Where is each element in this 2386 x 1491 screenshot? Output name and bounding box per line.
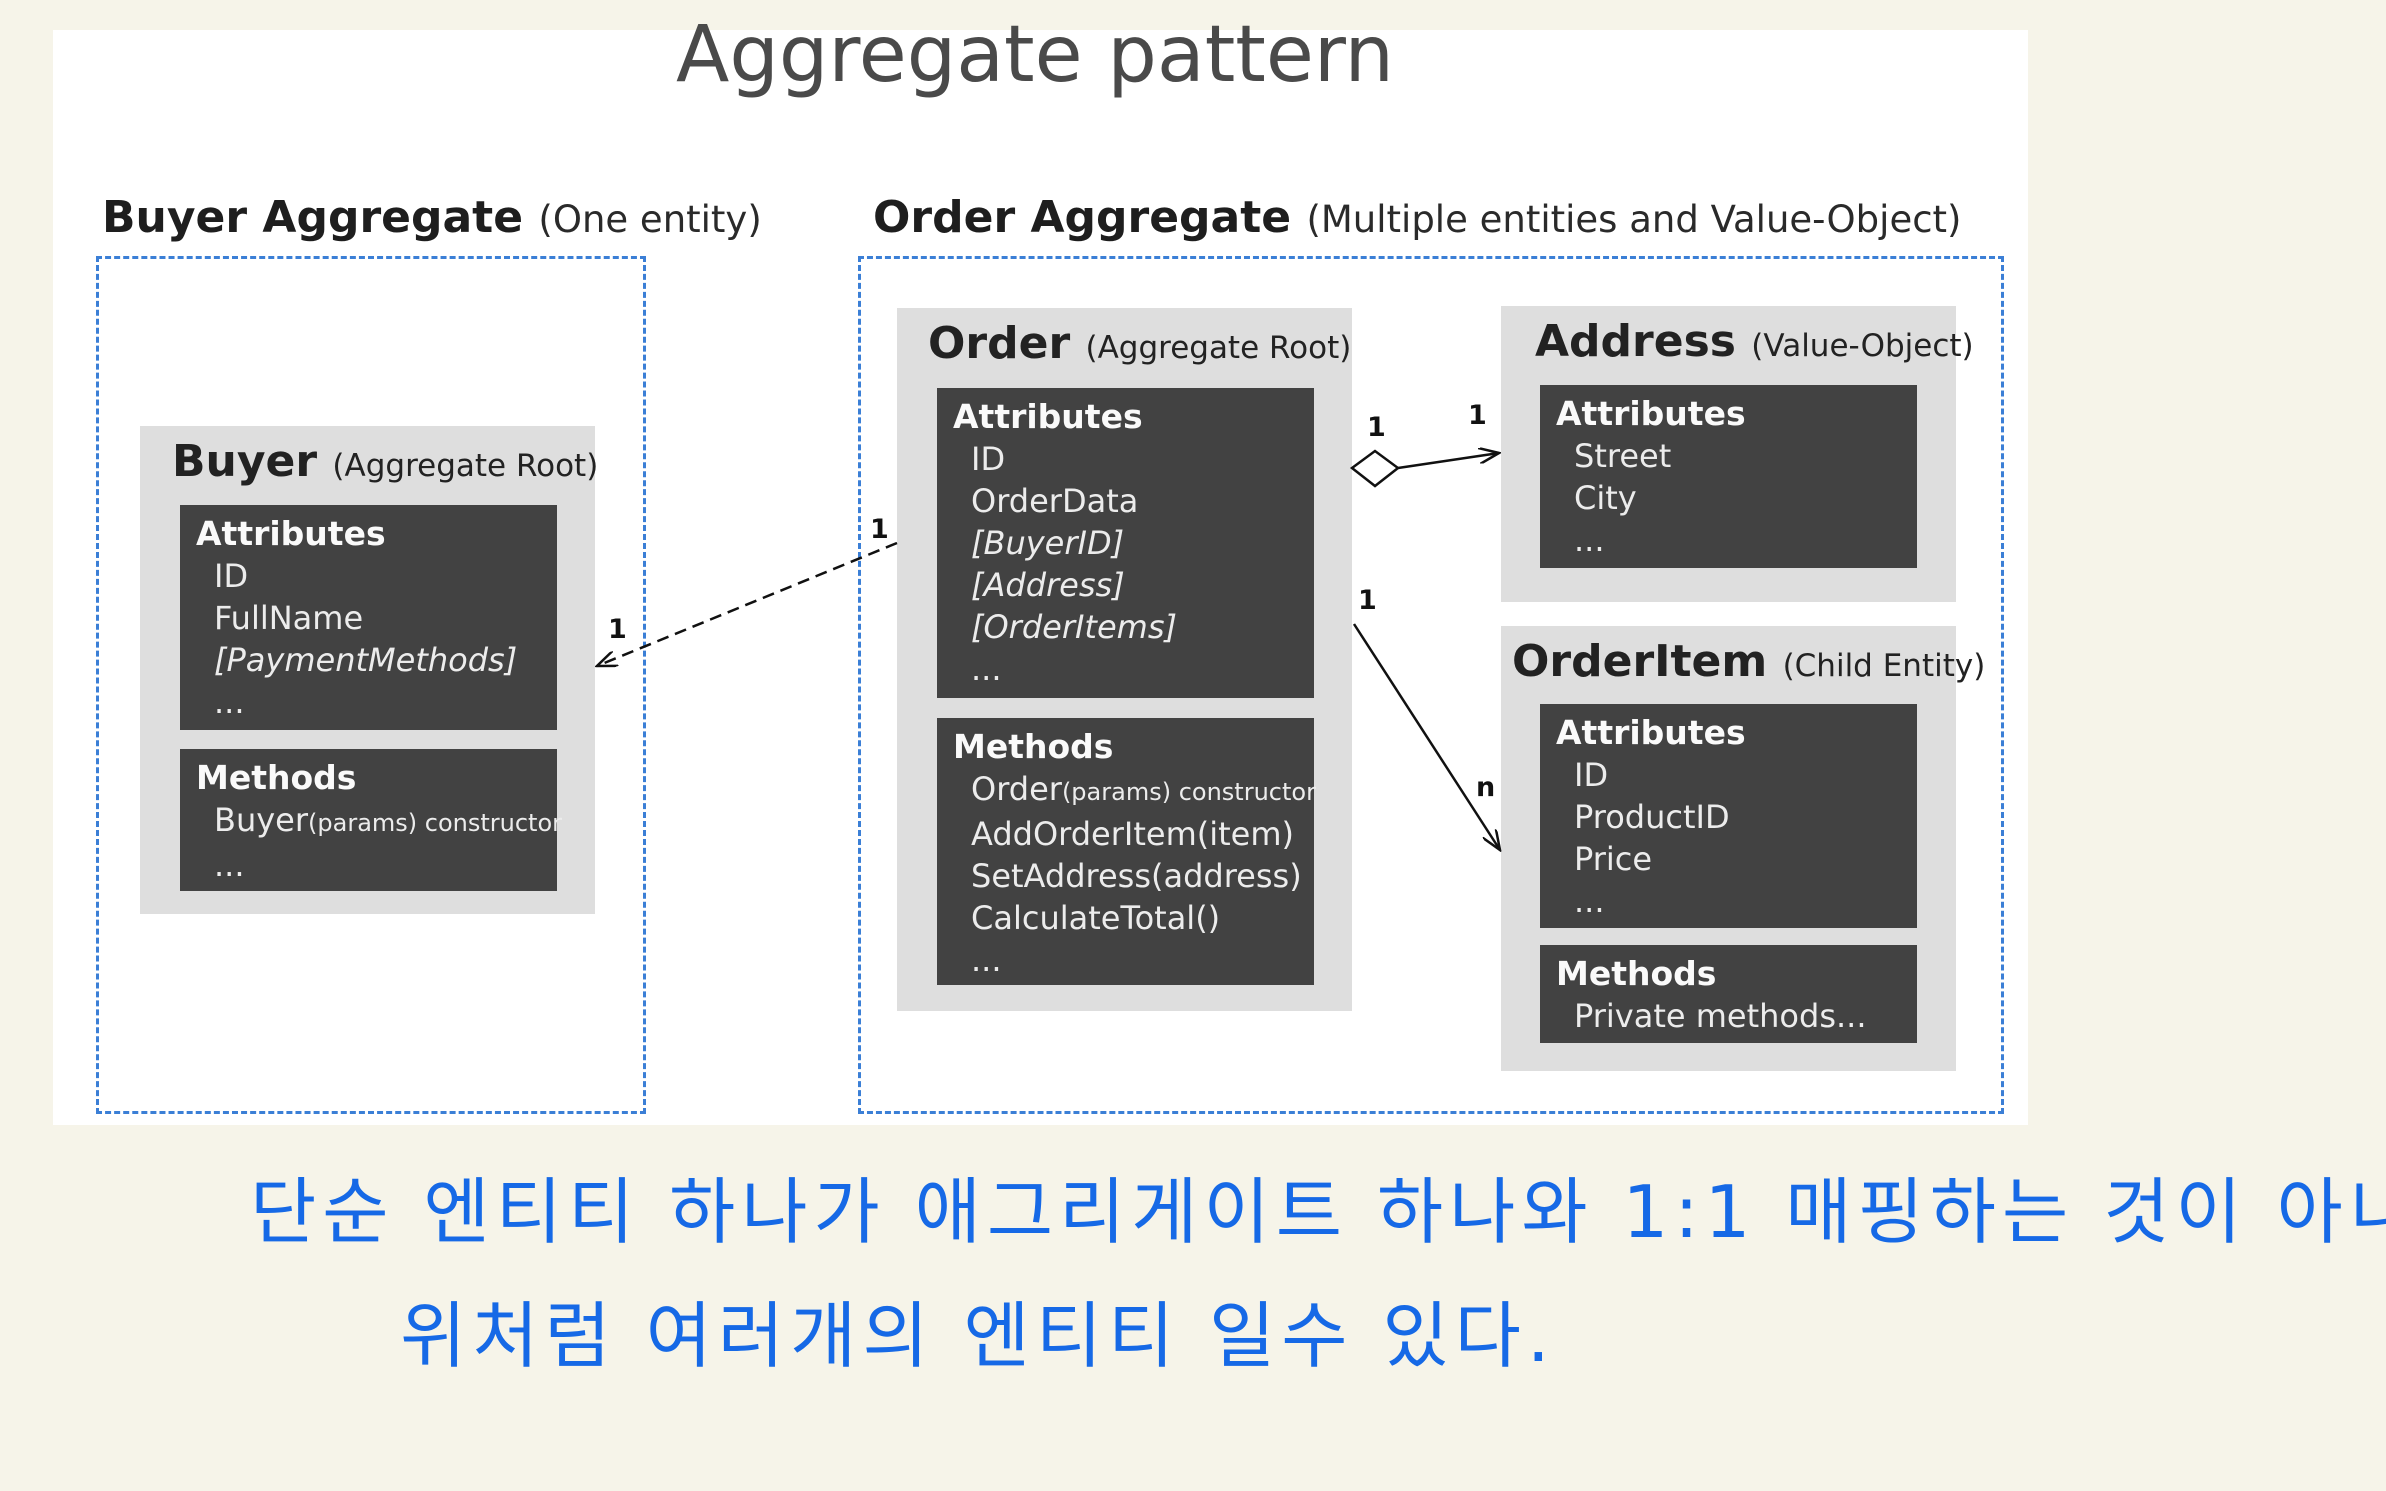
order-to-address-arrow	[1397, 453, 1499, 470]
orderitem-role: (Child Entity)	[1782, 648, 1986, 684]
method-item: ...	[196, 844, 541, 886]
handwritten-note-line2: 위처럼 여러개의 엔티티 일수 있다.	[400, 1294, 1556, 1378]
attribute-item: [PaymentMethods]	[214, 641, 518, 679]
attribute-item: [BuyerID]	[971, 524, 1125, 562]
attribute-item: ID	[1574, 756, 1609, 794]
method-name: Buyer	[214, 801, 309, 839]
buyer-entity-title: Buyer (Aggregate Root)	[172, 440, 598, 484]
method-item: ...	[953, 939, 1298, 981]
buyer-attributes-header: Attributes	[196, 514, 386, 553]
address-title: Address (Value-Object)	[1535, 320, 1974, 364]
attribute-item: ...	[1574, 882, 1605, 920]
method-name: Order	[971, 770, 1062, 808]
method-item: CalculateTotal()	[953, 897, 1298, 939]
order-aggregate-title: Order Aggregate (Multiple entities and V…	[873, 196, 1962, 240]
order-buyer-target-multiplicity: 1	[608, 614, 627, 645]
attribute-item: ID	[214, 557, 249, 595]
buyer-methods-header: Methods	[196, 758, 357, 797]
method-signature: (params) constructor	[308, 809, 563, 837]
orderitem-methods-header: Methods	[1556, 954, 1717, 993]
buyer-attributes-block: Attributes ID FullName [PaymentMethods]...	[180, 505, 557, 730]
method-item: Order(params) constructor	[953, 768, 1316, 813]
orderitem-attributes-header: Attributes	[1556, 713, 1746, 752]
buyer-aggregate-boundary	[96, 256, 646, 1114]
attribute-item: OrderData	[971, 482, 1139, 520]
orderitem-attributes-block: Attributes ID ProductID Price...	[1540, 704, 1917, 928]
attribute-item: Price	[1574, 840, 1653, 878]
buyer-methods-list: Buyer(params) constructor...	[196, 799, 562, 886]
order-attributes-list: ID OrderData [BuyerID] [Address] [OrderItems…	[953, 438, 1298, 690]
buyer-name: Buyer	[172, 436, 318, 487]
order-orderitem-source-multiplicity: 1	[1358, 585, 1377, 616]
order-aggregate-boundary	[858, 256, 2004, 1114]
method-item: Private methods...	[1556, 995, 1901, 1037]
attribute-item: ProductID	[1574, 798, 1730, 836]
order-attributes-header: Attributes	[953, 397, 1143, 436]
orderitem-methods-list: Private methods...	[1556, 995, 1901, 1037]
method-signature: (params) constructor	[1061, 778, 1316, 806]
buyer-methods-block: Methods Buyer(params) constructor...	[180, 749, 562, 891]
diagram-title: Aggregate pattern	[676, 10, 1394, 100]
attribute-item: ...	[1574, 521, 1605, 559]
buyer-aggregate-note: (One entity)	[538, 198, 762, 241]
order-methods-header: Methods	[953, 727, 1114, 766]
order-address-source-multiplicity: 1	[1367, 412, 1386, 443]
order-aggregate-note: (Multiple entities and Value-Object)	[1306, 198, 1962, 241]
attribute-item: ...	[971, 650, 1002, 688]
attribute-item: ID	[971, 440, 1006, 478]
aggregation-diamond-icon	[1349, 449, 1401, 488]
orderitem-attributes-list: ID ProductID Price...	[1556, 754, 1901, 922]
method-name: Private methods...	[1574, 997, 1867, 1035]
buyer-role: (Aggregate Root)	[332, 448, 599, 484]
method-item: SetAddress(address)	[953, 855, 1302, 897]
order-buyer-source-multiplicity: 1	[870, 514, 889, 545]
buyer-attributes-list: ID FullName [PaymentMethods]...	[196, 555, 541, 723]
method-name: AddOrderItem(item)	[971, 815, 1294, 853]
order-aggregate-label: Order Aggregate	[873, 192, 1292, 243]
order-to-buyer-dashed-arrow	[597, 541, 898, 666]
address-name: Address	[1535, 316, 1736, 367]
address-attributes-header: Attributes	[1556, 394, 1746, 433]
orderitem-title: OrderItem (Child Entity)	[1512, 640, 1985, 684]
order-attributes-block: Attributes ID OrderData [BuyerID] [Address]…	[937, 388, 1314, 698]
buyer-aggregate-label: Buyer Aggregate	[102, 192, 524, 243]
attribute-item: [OrderItems]	[971, 608, 1177, 646]
order-orderitem-target-multiplicity: n	[1476, 772, 1495, 803]
order-name: Order	[928, 318, 1071, 369]
attribute-item: FullName	[214, 599, 364, 637]
orderitem-name: OrderItem	[1512, 636, 1768, 687]
method-item: Buyer(params) constructor	[196, 799, 562, 844]
method-name: CalculateTotal()	[971, 899, 1221, 937]
order-role: (Aggregate Root)	[1085, 330, 1352, 366]
attribute-item: ...	[214, 683, 245, 721]
method-item: AddOrderItem(item)	[953, 813, 1298, 855]
attribute-item: [Address]	[971, 566, 1125, 604]
order-entity-title: Order (Aggregate Root)	[928, 322, 1351, 366]
attribute-item: City	[1574, 479, 1637, 517]
handwritten-note-line1: 단순 엔티티 하나가 애그리게이트 하나와 1:1 매핑하는 것이 아니라	[250, 1170, 2386, 1254]
address-role: (Value-Object)	[1751, 328, 1974, 364]
order-address-target-multiplicity: 1	[1468, 400, 1487, 431]
method-name: SetAddress(address)	[971, 857, 1302, 895]
method-name: ...	[971, 941, 1002, 979]
order-to-orderitem-arrow	[1352, 623, 1500, 850]
buyer-aggregate-title: Buyer Aggregate (One entity)	[102, 196, 762, 240]
orderitem-methods-block: Methods Private methods...	[1540, 945, 1917, 1043]
attribute-item: Street	[1574, 437, 1672, 475]
method-name: ...	[214, 846, 245, 884]
